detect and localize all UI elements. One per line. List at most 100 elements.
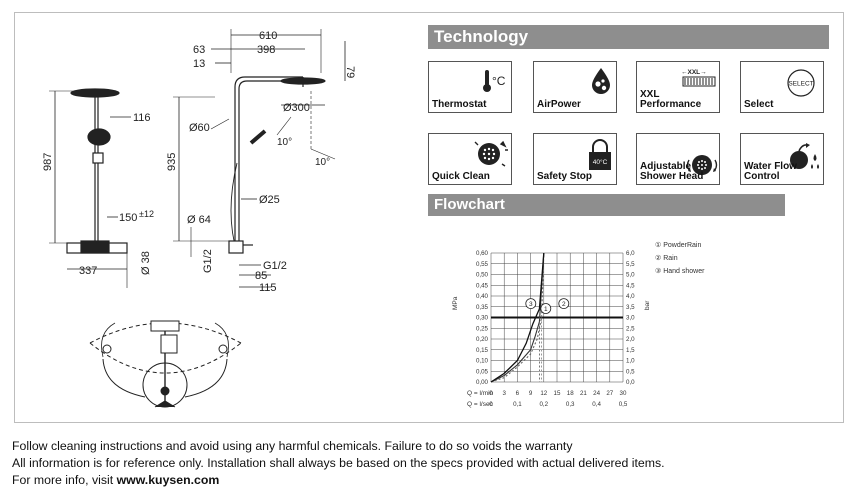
- xxl-showerhead-icon: ←XXL→: [681, 69, 716, 87]
- dim-12: ±12: [139, 209, 154, 219]
- y-tick-label-mpa: 0,35: [476, 304, 489, 311]
- dim-115: 115: [259, 282, 277, 294]
- y-tick-label-mpa: 0,40: [476, 293, 489, 300]
- dim-10b: 10°: [315, 157, 330, 168]
- y-tick-label-bar: 0,0: [626, 379, 635, 386]
- x-tick-label-lsec: 0: [489, 401, 493, 408]
- series-line-rain: [490, 252, 545, 383]
- dim-85: 85: [255, 270, 267, 282]
- dim-38: Ø 38: [140, 251, 152, 275]
- x-tick-label-lmin: 30: [620, 390, 627, 397]
- y-tick-label-bar: 6,0: [626, 250, 635, 257]
- footer-warranty-note: Follow cleaning instructions and avoid u…: [12, 439, 573, 453]
- x-axis-lmin-label: Q = l/min: [467, 390, 494, 397]
- x-tick-label-lmin: 0: [489, 390, 493, 397]
- y-tick-label-mpa: 0,10: [476, 358, 489, 365]
- legend-item-powderrain: ① PowderRain: [655, 242, 702, 249]
- x-axis-lsec-label: Q = l/sec: [467, 401, 494, 408]
- tile-adjustable-shower-head: Adjustable Shower Head: [636, 133, 720, 185]
- y-tick-label-mpa: 0,50: [476, 272, 489, 279]
- dim-64: Ø 64: [187, 214, 211, 226]
- tile-xxl-performance: ←XXL→ XXL Performance: [636, 61, 720, 113]
- top-view: [89, 320, 242, 408]
- series-marker-circle: [558, 298, 570, 309]
- legend-item-rain: ② Rain: [655, 255, 678, 262]
- x-tick-label-lsec: 0,5: [619, 401, 628, 408]
- y-tick-label-mpa: 0,25: [476, 325, 489, 332]
- tile-label: Safety Stop: [537, 171, 593, 182]
- series-line-hand-shower: [490, 252, 545, 383]
- y-tick-label-mpa: 0,30: [476, 315, 489, 322]
- tile-thermostat: °C Thermostat: [428, 61, 512, 113]
- dim-10a: 10°: [277, 137, 292, 148]
- x-tick-label-lsec: 0,1: [513, 401, 522, 408]
- tile-water-flow-control: Water Flow Control: [740, 133, 824, 185]
- y-tick-label-bar: 5,0: [626, 272, 635, 279]
- adjustable-head-icon: [686, 155, 718, 175]
- y-tick-label-mpa: 0,15: [476, 347, 489, 354]
- dim-g12a: G1/2: [263, 260, 287, 272]
- flowchart-header: Flowchart: [428, 194, 785, 216]
- dim-63: 63: [193, 44, 205, 56]
- svg-text:°C: °C: [492, 74, 506, 88]
- tile-airpower: AirPower: [533, 61, 617, 113]
- tile-label: Adjustable Shower Head: [640, 161, 704, 182]
- x-tick-label-lmin: 12: [540, 390, 547, 397]
- x-tick-label-lmin: 6: [516, 390, 520, 397]
- y-axis-right-label: bar: [644, 300, 651, 310]
- x-tick-label-lmin: 15: [554, 390, 561, 397]
- y-axis-left: 0,600,550,500,450,400,350,300,250,200,15…: [476, 250, 489, 386]
- y-tick-label-mpa: 0,00: [476, 379, 489, 386]
- technical-drawings: 987 116 150 ±12 337 Ø 38: [15, 13, 425, 424]
- series-marker-label: 3: [529, 301, 533, 308]
- tile-label: Select: [744, 99, 774, 110]
- series-marker-label: 1: [544, 306, 548, 313]
- y-tick-label-bar: 3,0: [626, 315, 635, 322]
- tile-label: Thermostat: [432, 99, 487, 110]
- y-tick-label-bar: 0,5: [626, 368, 635, 375]
- website-link[interactable]: www.kuysen.com: [116, 473, 220, 487]
- legend-item-hand-shower: ③ Hand shower: [655, 268, 705, 275]
- y-tick-label-mpa: 0,55: [476, 261, 489, 268]
- flow-chart-svg: 123 0,600,550,500,450,400,350,300,250,20…: [452, 250, 651, 408]
- spec-sheet: 987 116 150 ±12 337 Ø 38: [14, 12, 844, 423]
- y-tick-label-bar: 1,5: [626, 347, 635, 354]
- y-tick-label-mpa: 0,45: [476, 282, 489, 289]
- dim-g12b: G1/2: [202, 249, 214, 273]
- front-view: [49, 88, 131, 288]
- water-flow-icon: [790, 143, 819, 169]
- y-tick-label-mpa: 0,60: [476, 250, 489, 257]
- dimension-drawing: 987 116 150 ±12 337 Ø 38: [42, 29, 356, 408]
- y-tick-label-mpa: 0,05: [476, 368, 489, 375]
- y-tick-label-bar: 2,0: [626, 336, 635, 343]
- x-tick-label-lsec: 0,2: [539, 401, 548, 408]
- tile-label: XXL Performance: [640, 89, 702, 110]
- thermometer-icon: °C: [483, 70, 506, 92]
- footer-reference-note: All information is for reference only. I…: [12, 456, 665, 470]
- y-tick-label-bar: 5,5: [626, 261, 635, 268]
- y-tick-label-bar: 4,0: [626, 293, 635, 300]
- svg-text:40°C: 40°C: [593, 158, 608, 166]
- air-drop-icon: [592, 68, 610, 94]
- dim-610: 610: [259, 30, 277, 42]
- tile-label: Quick Clean: [432, 171, 490, 182]
- footer-more-info: For more info, visit www.kuysen.com: [12, 473, 220, 487]
- x-tick-label-lsec: 0,4: [592, 401, 601, 408]
- dim-935: 935: [166, 153, 178, 171]
- chart-legend: ① PowderRain ② Rain ③ Hand shower: [655, 239, 704, 278]
- svg-text:SELECT: SELECT: [788, 81, 813, 88]
- x-tick-label-lmin: 27: [606, 390, 613, 397]
- dim-60: Ø60: [189, 122, 210, 134]
- dim-337: 337: [79, 265, 97, 277]
- svg-text:←XXL→: ←XXL→: [681, 69, 707, 76]
- y-axis-left-label: MPa: [452, 296, 459, 310]
- series-marker-circle: [540, 303, 552, 314]
- series-marker-label: 2: [562, 301, 566, 308]
- dim-116: 116: [133, 112, 151, 124]
- chart-series: 1 2 3: [490, 252, 570, 383]
- y-tick-label-bar: 1,0: [626, 358, 635, 365]
- dim-150: 150: [119, 212, 137, 224]
- x-tick-label-lmin: 18: [567, 390, 574, 397]
